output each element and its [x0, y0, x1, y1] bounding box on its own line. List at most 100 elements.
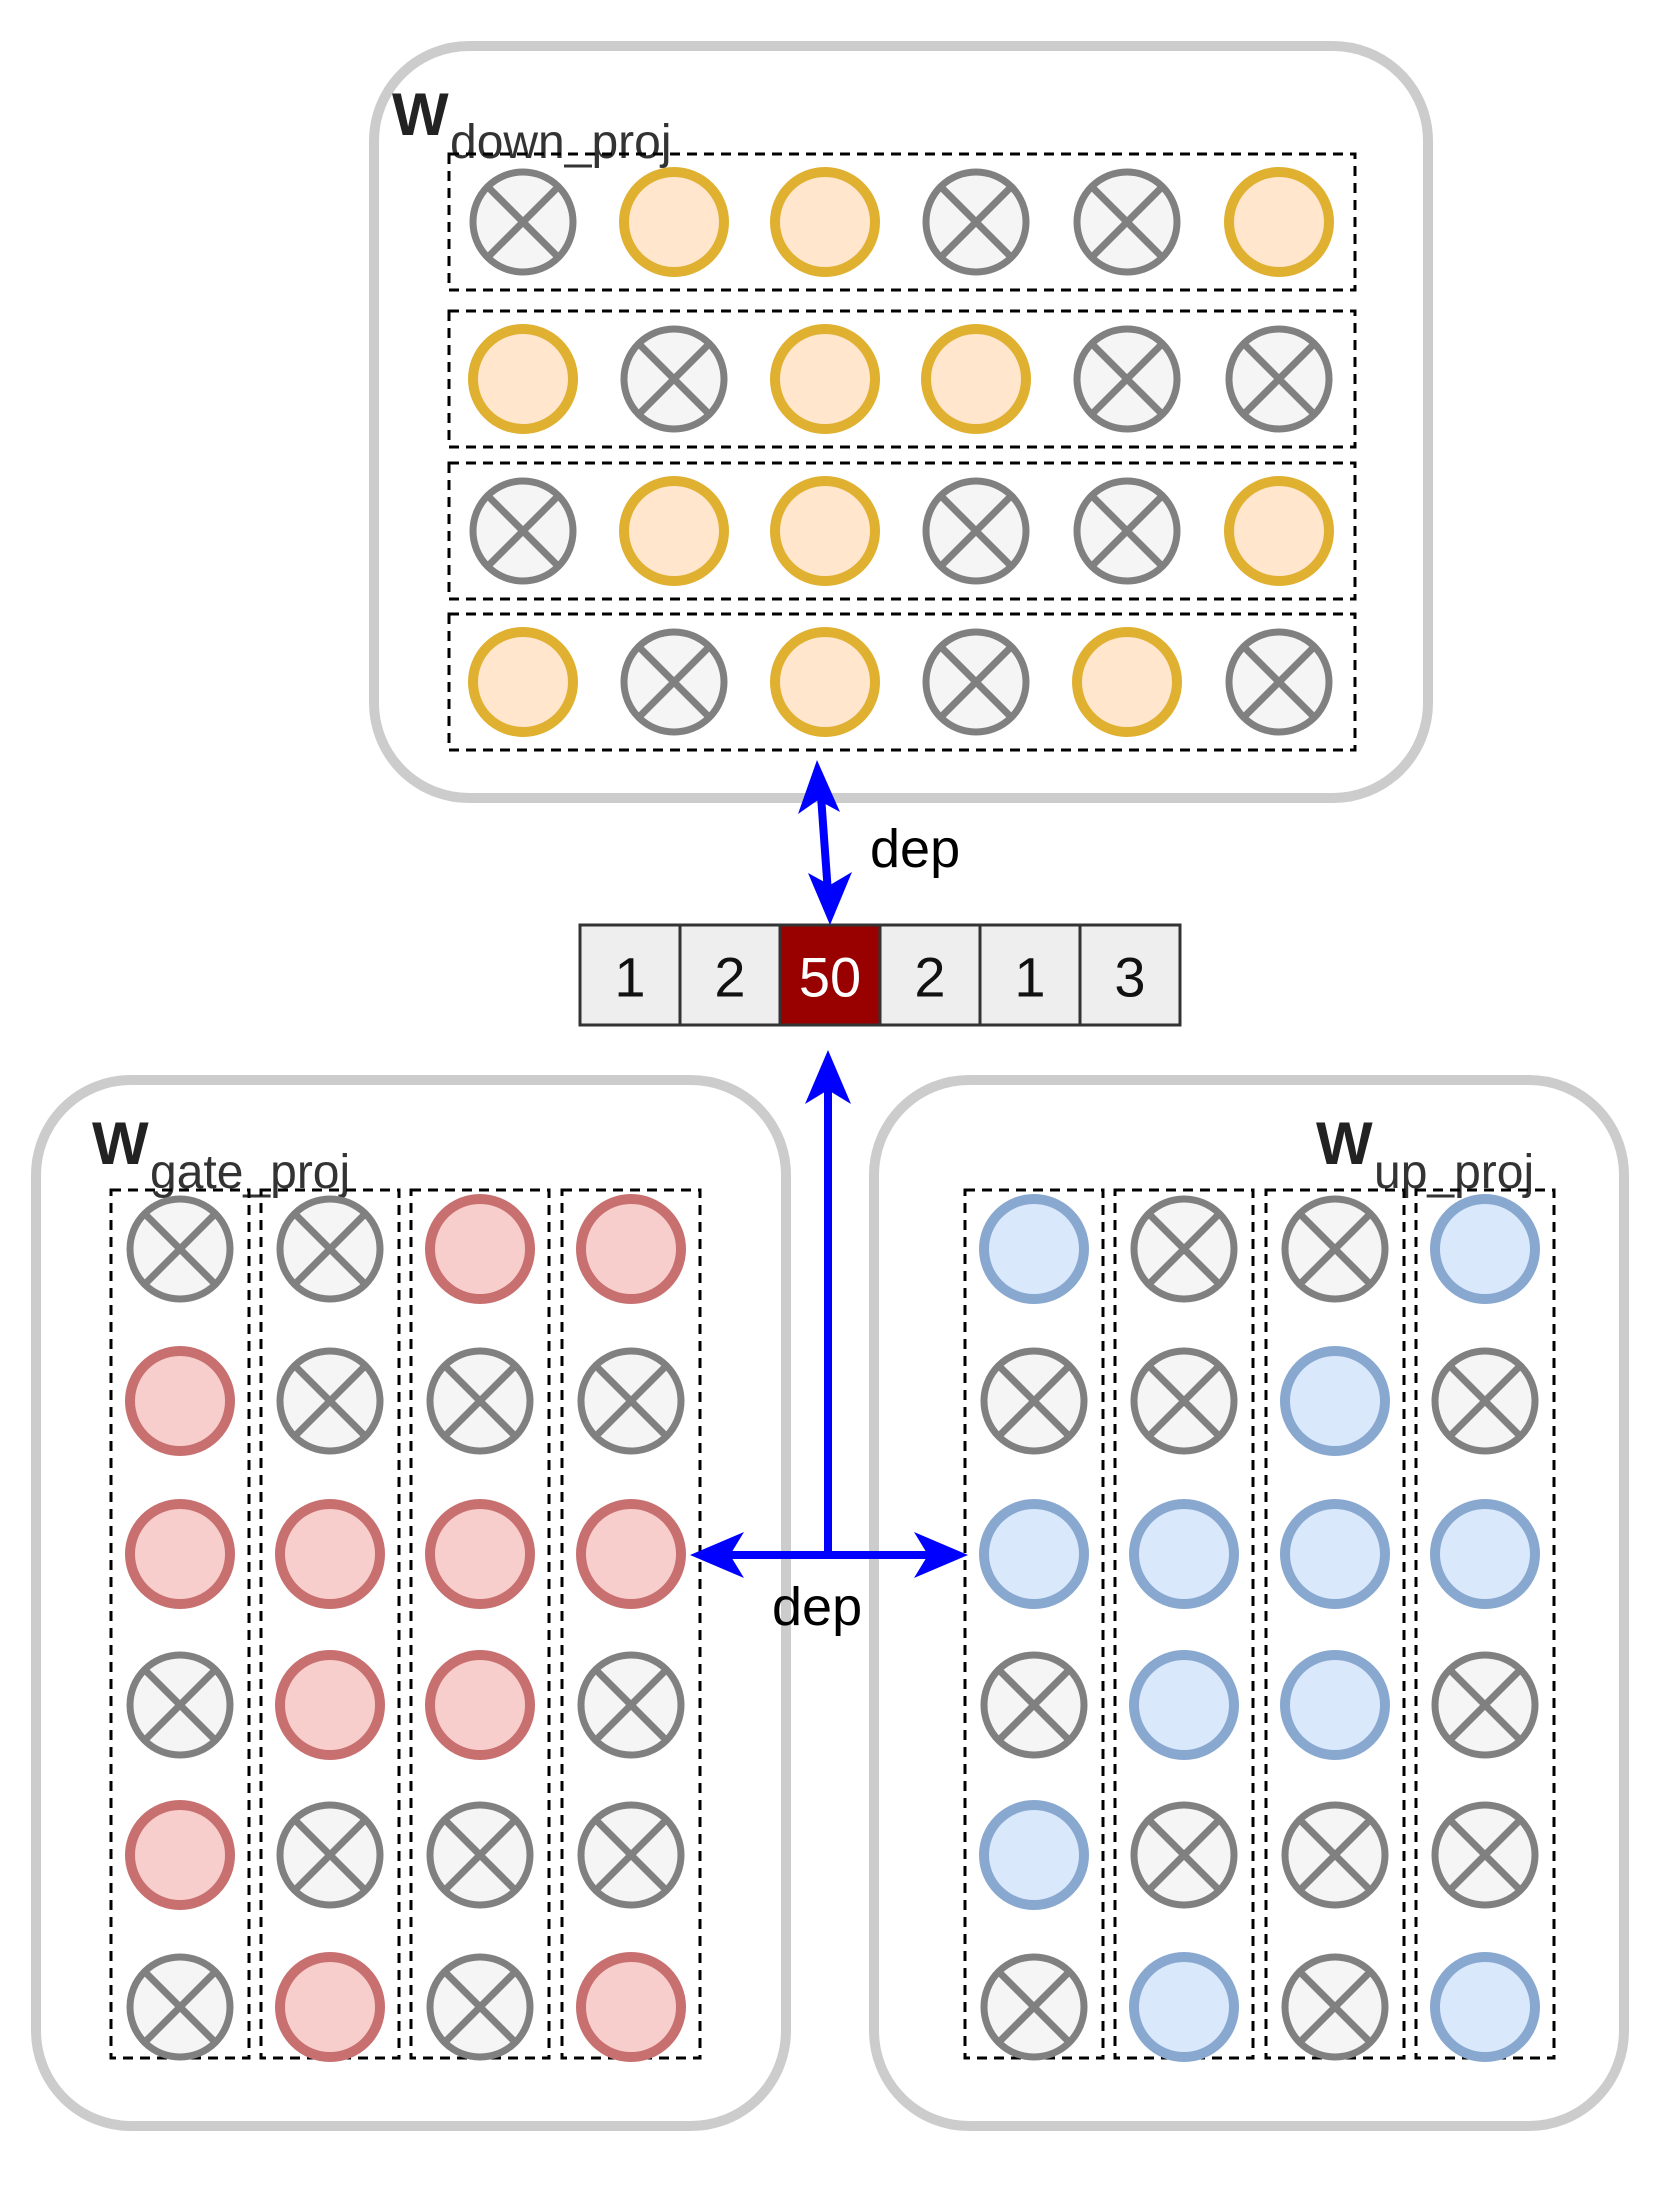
cross-line	[637, 342, 711, 416]
up-proj-active-neuron	[979, 1194, 1089, 1304]
down-proj-group-row	[447, 309, 1357, 449]
dep-arrow-up-head	[805, 1050, 851, 1104]
up-proj-pruned-neuron	[1281, 1195, 1389, 1303]
down-proj-pruned-neuron	[1073, 168, 1181, 276]
cross-line	[939, 645, 1013, 719]
gate-proj-pruned-neuron	[276, 1801, 384, 1909]
cross-line	[939, 494, 1013, 568]
vector-cell-value: 1	[1014, 946, 1045, 1009]
gate-proj-active-neuron	[275, 1952, 385, 2062]
gate-proj-pruned-neuron	[126, 1195, 234, 1303]
cross-line	[1448, 1668, 1522, 1742]
down-proj-pruned-neuron	[620, 628, 728, 736]
up-proj-active-neuron	[1430, 1499, 1540, 1609]
up-proj-active-neuron	[1430, 1952, 1540, 2062]
gate-proj-panel: W gate_proj	[31, 1075, 791, 2131]
cross-line	[1090, 342, 1164, 416]
cross-line	[594, 1818, 668, 1892]
down-proj-pruned-neuron	[922, 477, 1030, 585]
down-proj-group-row	[447, 461, 1357, 601]
up-proj-pruned-neuron	[1431, 1651, 1539, 1759]
cross-line	[997, 1364, 1071, 1438]
up-proj-pruned-neuron	[980, 1953, 1088, 2061]
cross-line	[1090, 185, 1164, 259]
down-proj-active-neuron	[921, 324, 1031, 434]
up-proj-active-neuron	[1280, 1650, 1390, 1760]
gate-proj-pruned-neuron	[126, 1953, 234, 2061]
dep-arrow-bottom	[690, 1050, 968, 1578]
cross-line	[443, 1364, 517, 1438]
up-proj-neuron-groups	[963, 1188, 1556, 2062]
down-proj-active-neuron	[770, 167, 880, 277]
gate-proj-active-neuron	[576, 1952, 686, 2062]
vector-cell-value: 1	[614, 946, 645, 1009]
cross-line	[293, 1364, 367, 1438]
cross-line	[594, 1668, 668, 1742]
dep-arrow-top-head-down	[808, 872, 852, 925]
down-proj-active-neuron	[770, 476, 880, 586]
gate-proj-active-neuron	[576, 1194, 686, 1304]
cross-line	[1298, 1212, 1372, 1286]
vector-cell	[1078, 923, 1182, 1027]
cross-line	[443, 1818, 517, 1892]
down-proj-label-main: W	[392, 81, 449, 148]
cross-line	[443, 1970, 517, 2044]
up-proj-label-main: W	[1316, 1110, 1373, 1177]
cross-line	[1298, 1818, 1372, 1892]
cross-line	[293, 1818, 367, 1892]
dep-arrow-top-head-up	[798, 760, 840, 814]
gate-proj-pruned-neuron	[577, 1347, 685, 1455]
gate-proj-pruned-neuron	[426, 1801, 534, 1909]
down-proj-neuron-groups	[447, 152, 1357, 752]
cross-line	[637, 645, 711, 719]
up-proj-pruned-neuron	[1431, 1801, 1539, 1909]
down-proj-label-sub: down_proj	[450, 116, 671, 169]
up-proj-pruned-neuron	[980, 1651, 1088, 1759]
cross-line	[594, 1364, 668, 1438]
up-proj-panel: W up_proj	[869, 1075, 1629, 2131]
up-proj-pruned-neuron	[1281, 1801, 1389, 1909]
gate-proj-label-main: W	[92, 1110, 149, 1177]
up-proj-pruned-neuron	[1130, 1801, 1238, 1909]
gate-proj-pruned-neuron	[126, 1651, 234, 1759]
dep-arrow-right-head	[914, 1532, 968, 1578]
down-proj-pruned-neuron	[469, 168, 577, 276]
up-proj-active-neuron	[1430, 1194, 1540, 1304]
gate-proj-active-neuron	[125, 1346, 235, 1456]
gate-proj-pruned-neuron	[577, 1651, 685, 1759]
cross-line	[1242, 342, 1316, 416]
dep-label-top: dep	[870, 819, 960, 879]
down-proj-active-neuron	[468, 627, 578, 737]
down-proj-pruned-neuron	[922, 628, 1030, 736]
down-proj-active-neuron	[619, 167, 729, 277]
gate-proj-pruned-neuron	[276, 1195, 384, 1303]
up-proj-active-neuron	[1129, 1499, 1239, 1609]
down-proj-pruned-neuron	[1225, 628, 1333, 736]
up-proj-pruned-neuron	[1130, 1347, 1238, 1455]
cross-line	[1090, 494, 1164, 568]
dep-label-bottom: dep	[772, 1577, 862, 1637]
cross-line	[939, 185, 1013, 259]
down-proj-active-neuron	[1072, 627, 1182, 737]
down-proj-active-neuron	[1224, 476, 1334, 586]
down-proj-active-neuron	[770, 627, 880, 737]
up-proj-pruned-neuron	[1431, 1347, 1539, 1455]
dep-arrow-top	[798, 760, 852, 925]
cross-line	[1147, 1364, 1221, 1438]
vector-cell-value: 50	[799, 946, 861, 1009]
gate-proj-pruned-neuron	[426, 1953, 534, 2061]
down-proj-pruned-neuron	[922, 168, 1030, 276]
down-proj-panel: W down_proj	[369, 41, 1433, 803]
down-proj-pruned-neuron	[1073, 477, 1181, 585]
gate-proj-neuron-groups	[109, 1188, 702, 2062]
cross-line	[486, 494, 560, 568]
gate-proj-active-neuron	[275, 1650, 385, 1760]
up-proj-active-neuron	[979, 1800, 1089, 1910]
up-proj-active-neuron	[1129, 1650, 1239, 1760]
up-proj-active-neuron	[1280, 1346, 1390, 1456]
vector-cell	[578, 923, 682, 1027]
gate-proj-active-neuron	[425, 1194, 535, 1304]
cross-line	[143, 1970, 217, 2044]
